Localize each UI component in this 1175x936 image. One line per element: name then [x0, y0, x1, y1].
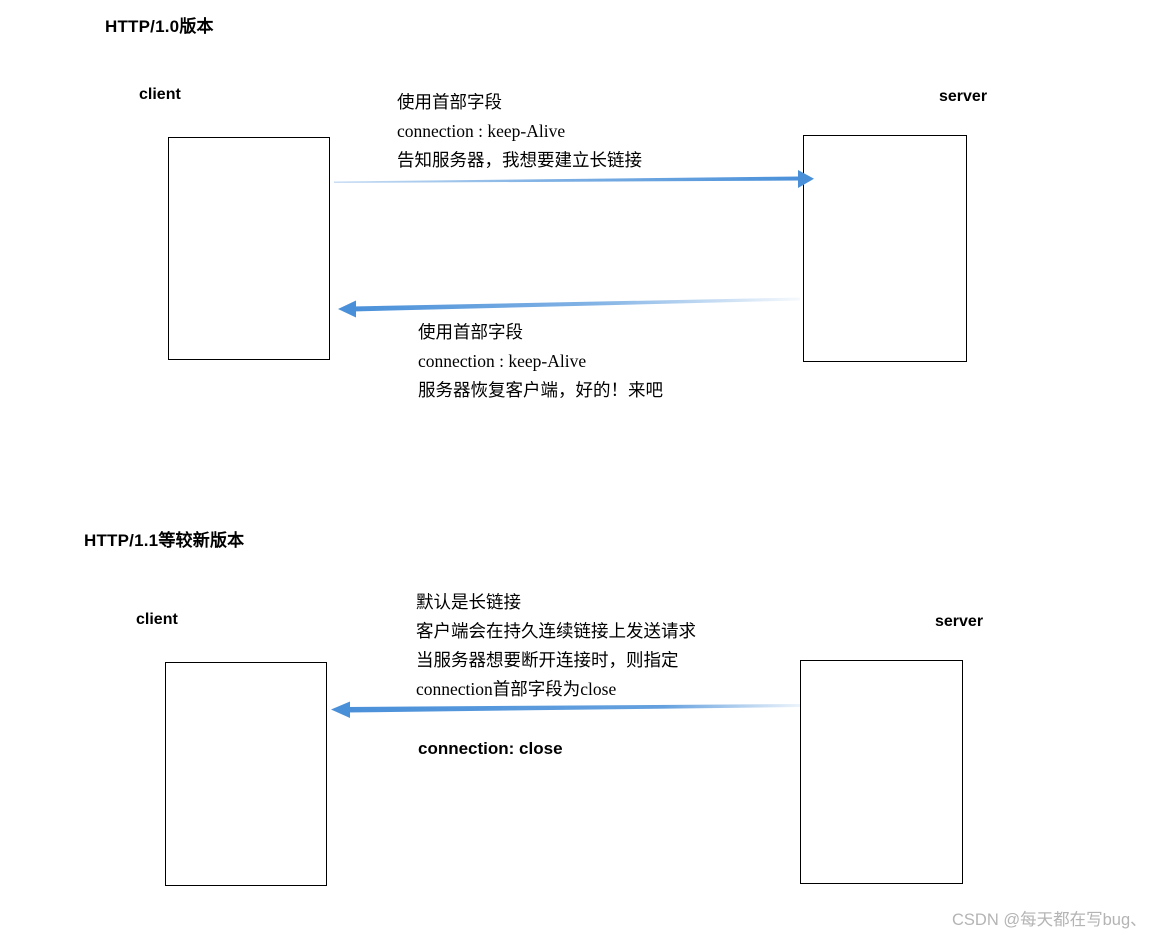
section-heading-http11: HTTP/1.1等较新版本 — [84, 531, 245, 550]
client-box-http10 — [168, 137, 330, 360]
server-box-http10 — [803, 135, 967, 362]
csdn-watermark: CSDN @每天都在写bug、 — [952, 911, 1147, 929]
message-line: connection : keep-Alive — [418, 351, 587, 371]
server-label-http10: server — [939, 88, 988, 105]
message-line: 使用首部字段 — [397, 92, 502, 112]
message-line: 使用首部字段 — [418, 322, 523, 342]
arrow-server-to-client-http10 — [338, 297, 800, 318]
emphasis-connection-close: connection: close — [418, 739, 563, 758]
client-label-http11: client — [136, 611, 178, 628]
client-box-http11 — [165, 662, 327, 886]
section-heading-http10: HTTP/1.0版本 — [105, 17, 214, 36]
message-close-note-http11: 默认是长链接 客户端会在持久连续链接上发送请求 当服务器想要断开连接时，则指定 … — [416, 588, 696, 704]
message-response-http10: 使用首部字段 connection : keep-Alive 服务器恢复客户端，… — [418, 318, 663, 405]
message-line: 客户端会在持久连续链接上发送请求 — [416, 621, 696, 641]
server-label-http11: server — [935, 613, 984, 630]
message-line: 当服务器想要断开连接时，则指定 — [416, 650, 679, 670]
client-label-http10: client — [139, 86, 181, 103]
message-line: 服务器恢复客户端，好的！来吧 — [418, 380, 663, 400]
message-request-http10: 使用首部字段 connection : keep-Alive 告知服务器，我想要… — [397, 88, 642, 175]
message-line: connection : keep-Alive — [397, 121, 566, 141]
server-box-http11 — [800, 660, 963, 884]
message-line: connection首部字段为close — [416, 679, 617, 699]
message-line: 告知服务器，我想要建立长链接 — [397, 150, 642, 170]
message-line: 默认是长链接 — [416, 592, 521, 612]
